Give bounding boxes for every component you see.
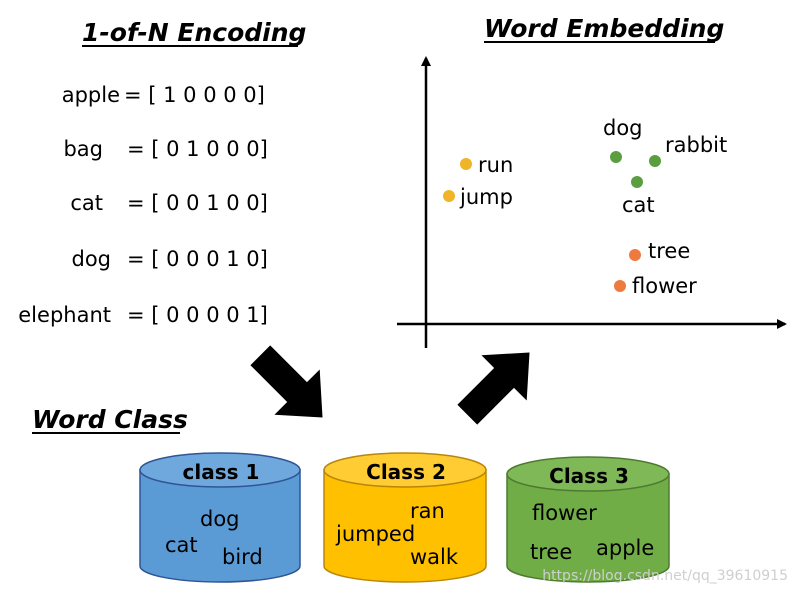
encoding-table: apple = [ 1 0 0 0 0] bag = [ 0 1 0 0 0] … <box>18 83 268 327</box>
encoding-vector: = [ 0 0 0 1 0] <box>127 247 268 271</box>
point-jump <box>443 190 455 202</box>
point-label-run: run <box>478 153 513 177</box>
point-label-rabbit: rabbit <box>665 133 727 157</box>
encoding-word: bag <box>63 137 103 161</box>
class-1-word: dog <box>200 507 240 531</box>
point-rabbit <box>649 155 661 167</box>
class-3-word: flower <box>532 501 597 525</box>
arrow-to-word-class <box>250 345 323 418</box>
encoding-word: cat <box>70 191 103 215</box>
class-3-word: apple <box>596 536 654 560</box>
point-run <box>460 158 472 170</box>
arrow-to-embedding <box>457 352 530 425</box>
encoding-vector: = [ 0 0 1 0 0] <box>127 191 268 215</box>
class-3-word: tree <box>530 540 572 564</box>
point-tree <box>629 249 641 261</box>
class-cylinder-2: Class 2 ran jumped walk <box>323 452 487 583</box>
point-label-cat: cat <box>622 193 655 217</box>
class-1-title: class 1 <box>183 460 260 484</box>
encoding-word: elephant <box>18 303 111 327</box>
embedding-points: run jump dog rabbit cat tree flower <box>443 116 727 298</box>
encoding-word: dog <box>71 247 111 271</box>
encoding-vector: = [ 0 1 0 0 0] <box>127 137 268 161</box>
point-dog <box>610 151 622 163</box>
encoding-word: apple <box>62 83 120 107</box>
class-1-word: bird <box>222 545 263 569</box>
point-flower <box>614 280 626 292</box>
point-label-jump: jump <box>459 185 513 209</box>
encoding-title: 1-of-N Encoding <box>82 18 307 47</box>
class-3-title: Class 3 <box>549 464 629 488</box>
embedding-title: Word Embedding <box>484 14 724 43</box>
encoding-vector: = [ 1 0 0 0 0] <box>124 83 265 107</box>
point-label-dog: dog <box>603 116 643 140</box>
class-2-title: Class 2 <box>366 460 446 484</box>
class-2-word: ran <box>410 499 445 523</box>
class-cylinder-1: class 1 dog cat bird <box>139 452 301 583</box>
class-2-word: jumped <box>335 522 415 546</box>
point-cat <box>631 176 643 188</box>
point-label-flower: flower <box>632 274 697 298</box>
class-cylinder-3: Class 3 flower tree apple <box>506 456 670 583</box>
watermark: https://blog.csdn.net/qq_39610915 <box>542 568 788 584</box>
point-label-tree: tree <box>648 239 690 263</box>
encoding-vector: = [ 0 0 0 0 1] <box>127 303 268 327</box>
word-class-title: Word Class <box>32 405 188 434</box>
class-1-word: cat <box>165 533 198 557</box>
class-2-word: walk <box>410 545 459 569</box>
